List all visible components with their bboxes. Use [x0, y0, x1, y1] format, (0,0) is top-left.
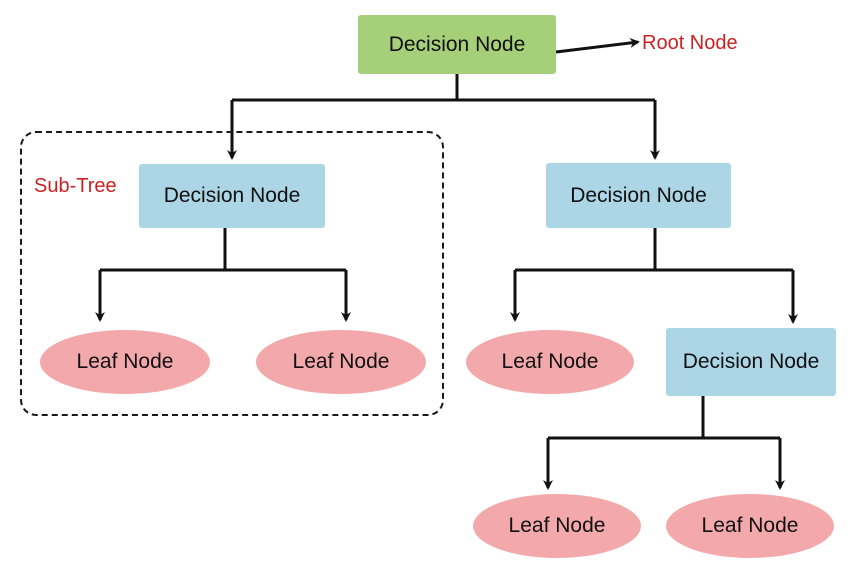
decision-node-right: Decision Node [546, 163, 731, 228]
subtree-boundary [20, 131, 444, 416]
leaf-node: Leaf Node [666, 494, 834, 558]
root-annotation-arrow [555, 38, 640, 54]
subtree-annotation: Sub-Tree [34, 175, 117, 197]
leaf-node: Leaf Node [256, 330, 426, 394]
decision-node-lower-right: Decision Node [666, 328, 836, 396]
decision-node-left: Decision Node [139, 164, 325, 228]
leaf-node: Leaf Node [466, 330, 634, 394]
edge-decision-right-branch [515, 228, 793, 272]
edge-root-branch [232, 74, 655, 102]
leaf-node: Leaf Node [473, 494, 641, 558]
leaf-node: Leaf Node [40, 330, 210, 394]
edge-decision-left-branch [100, 228, 346, 272]
root-decision-node: Decision Node [358, 15, 556, 74]
root-annotation: Root Node [642, 32, 738, 54]
edge-decision-lower-right-branch [548, 396, 780, 440]
